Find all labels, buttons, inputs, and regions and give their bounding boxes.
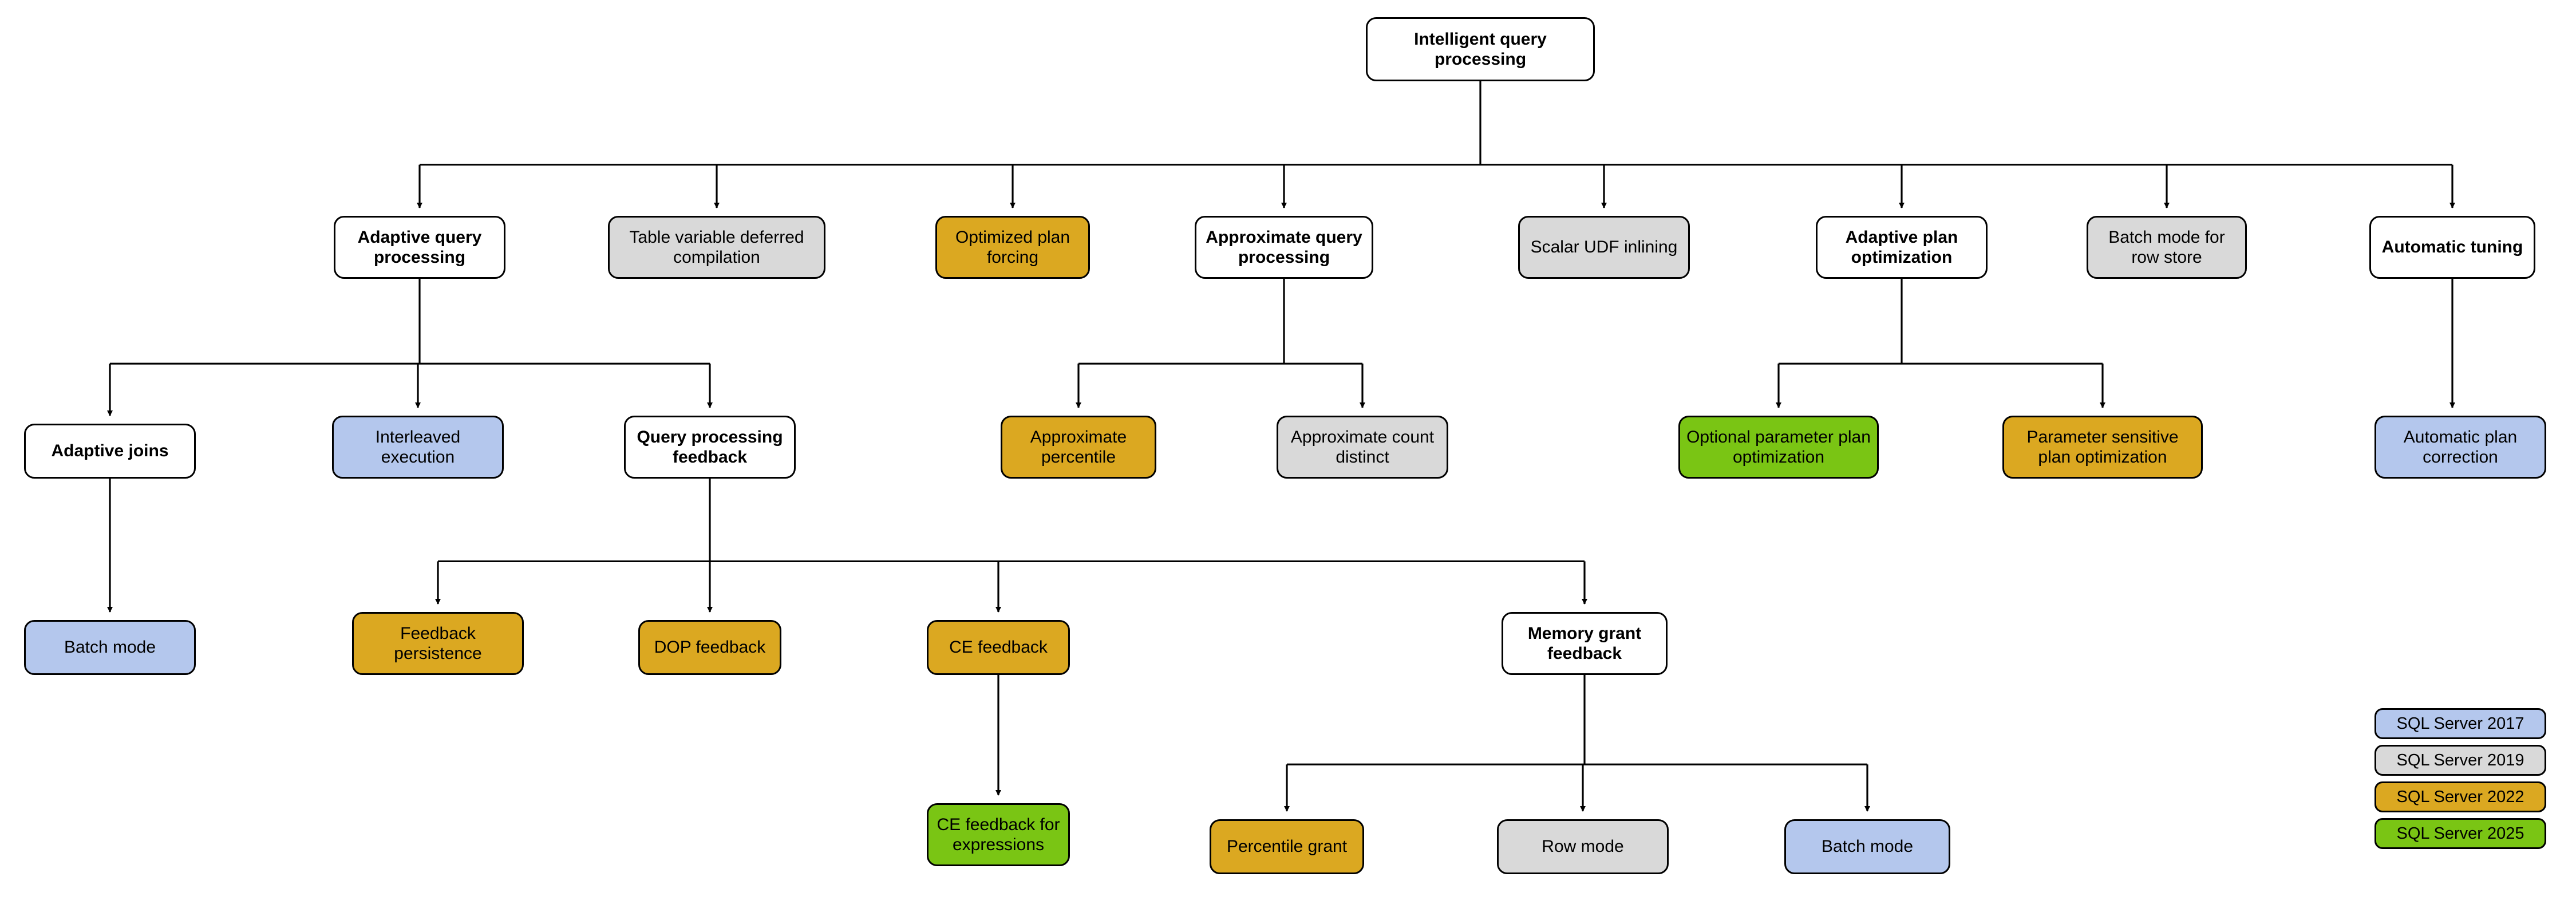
node-dopfb[interactable]: DOP feedback [638,620,781,675]
node-approxcd[interactable]: Approximate count distinct [1277,416,1448,479]
node-label: Memory grant feedback [1527,623,1642,663]
node-approx[interactable]: Approximate query processing [1195,216,1373,279]
node-label: Percentile grant [1226,837,1348,856]
node-label: Approximate percentile [1030,427,1127,467]
node-autotune[interactable]: Automatic tuning [2369,216,2535,279]
legend-item-sql-server-2019: SQL Server 2019 [2374,745,2546,776]
node-interleaved[interactable]: Interleaved execution [332,416,504,479]
node-label: DOP feedback [654,638,766,657]
node-label: Approximate query processing [1206,227,1362,267]
node-label: Automatic plan correction [2403,427,2518,467]
node-label: Query processing feedback [637,427,783,467]
node-opf[interactable]: Optimized plan forcing [935,216,1090,279]
node-apc[interactable]: Automatic plan correction [2374,416,2546,479]
node-pctgrant[interactable]: Percentile grant [1210,819,1364,874]
node-oppo[interactable]: Optional parameter plan optimization [1678,416,1879,479]
node-label: Batch mode for row store [2108,227,2225,267]
node-label: Parameter sensitive plan optimization [2026,427,2179,467]
node-qpf[interactable]: Query processing feedback [624,416,796,479]
node-mgf[interactable]: Memory grant feedback [1502,612,1668,675]
node-label: Optimized plan forcing [955,227,1070,267]
node-cefb[interactable]: CE feedback [927,620,1070,675]
node-label: Adaptive plan optimization [1845,227,1958,267]
node-label: Intelligent query processing [1414,29,1547,69]
node-adaptivejoins[interactable]: Adaptive joins [24,424,196,479]
legend-item-label: SQL Server 2017 [2396,714,2524,733]
legend-item-sql-server-2017: SQL Server 2017 [2374,708,2546,739]
node-approxpct[interactable]: Approximate percentile [1001,416,1156,479]
node-label: Batch mode [1821,837,1914,856]
legend-item-label: SQL Server 2019 [2396,751,2524,769]
node-apo[interactable]: Adaptive plan optimization [1816,216,1988,279]
node-fbpersist[interactable]: Feedback persistence [352,612,524,675]
node-batchmode2[interactable]: Batch mode [1784,819,1950,874]
node-tvdc[interactable]: Table variable deferred compilation [608,216,825,279]
node-label: Scalar UDF inlining [1530,238,1678,257]
node-label: Optional parameter plan optimization [1686,427,1871,467]
node-cefbexpr[interactable]: CE feedback for expressions [927,803,1070,866]
node-label: Approximate count distinct [1290,427,1435,467]
legend-item-label: SQL Server 2025 [2396,824,2524,843]
legend-item-sql-server-2025: SQL Server 2025 [2374,818,2546,849]
node-bmrs[interactable]: Batch mode for row store [2087,216,2247,279]
legend-item-label: SQL Server 2022 [2396,787,2524,806]
node-aqp[interactable]: Adaptive query processing [334,216,505,279]
node-rowmode[interactable]: Row mode [1497,819,1669,874]
node-batchmode1[interactable]: Batch mode [24,620,196,675]
node-pspo[interactable]: Parameter sensitive plan optimization [2002,416,2203,479]
node-label: Adaptive joins [51,441,169,461]
node-label: Interleaved execution [375,427,461,467]
node-label: Adaptive query processing [357,227,482,267]
node-label: Row mode [1542,837,1624,856]
legend-item-sql-server-2022: SQL Server 2022 [2374,781,2546,812]
node-label: CE feedback [949,638,1048,657]
node-label: CE feedback for expressions [937,815,1060,854]
node-label: Automatic tuning [2381,238,2523,257]
node-udf[interactable]: Scalar UDF inlining [1518,216,1690,279]
node-label: Feedback persistence [394,623,482,663]
node-root[interactable]: Intelligent query processing [1366,17,1595,81]
node-label: Batch mode [64,638,156,657]
node-label: Table variable deferred compilation [629,227,804,267]
